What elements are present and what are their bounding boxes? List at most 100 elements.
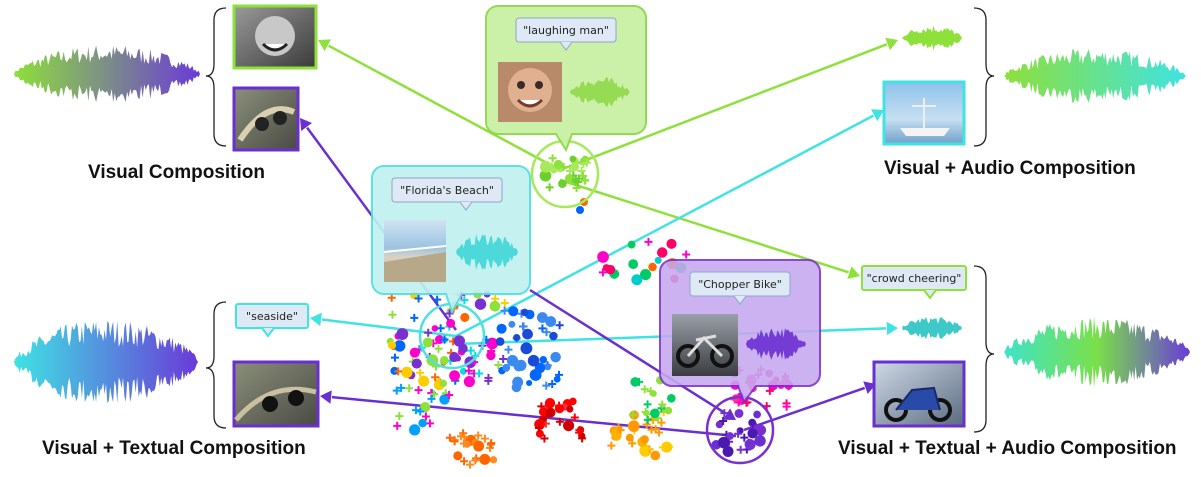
scatter-point xyxy=(456,432,465,441)
scatter-point xyxy=(563,420,575,432)
scatter-point xyxy=(414,386,423,395)
scatter-point xyxy=(640,435,649,444)
scatter-point xyxy=(396,328,409,340)
scatter-point xyxy=(682,250,691,259)
scatter-point xyxy=(765,386,774,395)
scatter-point xyxy=(744,438,756,450)
scatter-point xyxy=(519,322,528,331)
scatter-point xyxy=(499,355,508,364)
bubble-crowd-cheering: "crowd cheering" xyxy=(861,265,967,300)
focus-circle-bike xyxy=(705,395,775,465)
waveform-icon xyxy=(14,45,200,103)
scatter-point xyxy=(542,328,551,337)
arrow-to-green-wave xyxy=(559,37,898,172)
scatter-point xyxy=(575,428,584,437)
scatter-point xyxy=(411,358,422,369)
scatter-point xyxy=(496,323,507,334)
label-seaside: "seaside" xyxy=(246,310,298,323)
scatter-point xyxy=(526,379,533,387)
scatter-point xyxy=(513,360,525,372)
scatter-point xyxy=(486,350,496,361)
scatter-point xyxy=(529,369,542,381)
scatter-point xyxy=(753,410,761,419)
scatter-point xyxy=(656,247,668,258)
scatter-point xyxy=(536,312,548,323)
scatter-point xyxy=(489,300,501,312)
scatter-point xyxy=(658,400,667,409)
scatter-point xyxy=(539,356,548,364)
scatter-point xyxy=(540,434,549,443)
scatter-point xyxy=(520,342,533,355)
scatter-point xyxy=(502,363,511,372)
scatter-point xyxy=(495,337,505,346)
scatter-point xyxy=(394,367,403,376)
scatter-point xyxy=(569,155,577,163)
scatter-point xyxy=(545,183,554,192)
speech-bubble xyxy=(391,177,503,203)
scatter-point xyxy=(445,433,454,442)
scatter-point xyxy=(598,268,607,277)
scatter-point xyxy=(544,397,556,409)
scatter-point xyxy=(574,174,583,183)
scatter-point xyxy=(388,310,397,319)
scatter-point xyxy=(548,379,557,388)
scatter-point xyxy=(405,384,414,393)
scatter-point xyxy=(607,441,616,450)
scatter-point xyxy=(736,445,745,454)
scatter-point xyxy=(486,440,495,449)
scatter-point xyxy=(628,410,637,419)
title-visual-audio-composition: Visual + Audio Composition xyxy=(884,158,1136,179)
arrow-to-harbor-image xyxy=(455,109,884,338)
scatter-point xyxy=(387,341,397,350)
scatter-point xyxy=(581,176,590,185)
scatter-point xyxy=(454,355,462,362)
scatter-point xyxy=(627,240,636,249)
scatter-point xyxy=(480,454,489,463)
scatter-point xyxy=(494,361,503,370)
arrow-to-crowd-bubble xyxy=(559,178,860,279)
scatter-point xyxy=(570,162,580,172)
scatter-point xyxy=(439,355,449,365)
waveform-icon xyxy=(1004,316,1190,388)
waveform-icon xyxy=(746,328,806,360)
arrow-to-road-image xyxy=(320,390,737,438)
scatter-point xyxy=(535,424,544,433)
scatter-point xyxy=(597,251,609,263)
scatter-point xyxy=(540,160,552,173)
scatter-point xyxy=(500,306,509,315)
scatter-point xyxy=(539,169,552,182)
scatter-point xyxy=(555,417,564,426)
scatter-point xyxy=(650,450,661,461)
scatter-point xyxy=(734,429,743,438)
scatter-point xyxy=(644,237,653,246)
scatter-point xyxy=(419,401,431,413)
scatter-point xyxy=(390,353,399,362)
scatter-point xyxy=(418,418,427,428)
image-harbor-boat xyxy=(882,80,966,146)
scatter-point xyxy=(754,435,766,447)
scatter-point xyxy=(717,436,730,449)
scatter-point xyxy=(748,419,757,428)
scatter-point xyxy=(650,390,657,397)
scatter-point xyxy=(463,375,475,388)
scatter-point xyxy=(409,424,421,436)
scatter-point xyxy=(504,345,513,354)
scatter-point xyxy=(631,274,643,286)
scatter-point xyxy=(661,441,673,453)
waveform-icon xyxy=(570,77,630,107)
scatter-point xyxy=(578,171,587,180)
scatter-point xyxy=(570,413,579,422)
scatter-point xyxy=(545,407,556,418)
callout-florida-beach: "Florida's Beach" xyxy=(371,165,531,315)
scatter-point xyxy=(425,419,434,428)
scatter-point xyxy=(572,183,581,192)
waveform-icon xyxy=(14,320,198,404)
scatter-point xyxy=(740,433,749,442)
scatter-point xyxy=(473,440,485,452)
scatter-point xyxy=(387,293,396,302)
scatter-point xyxy=(430,390,439,399)
scatter-point xyxy=(508,306,519,317)
waveform-icon xyxy=(1004,49,1186,103)
scatter-point xyxy=(582,158,591,167)
arrow-bike-link xyxy=(529,288,736,420)
